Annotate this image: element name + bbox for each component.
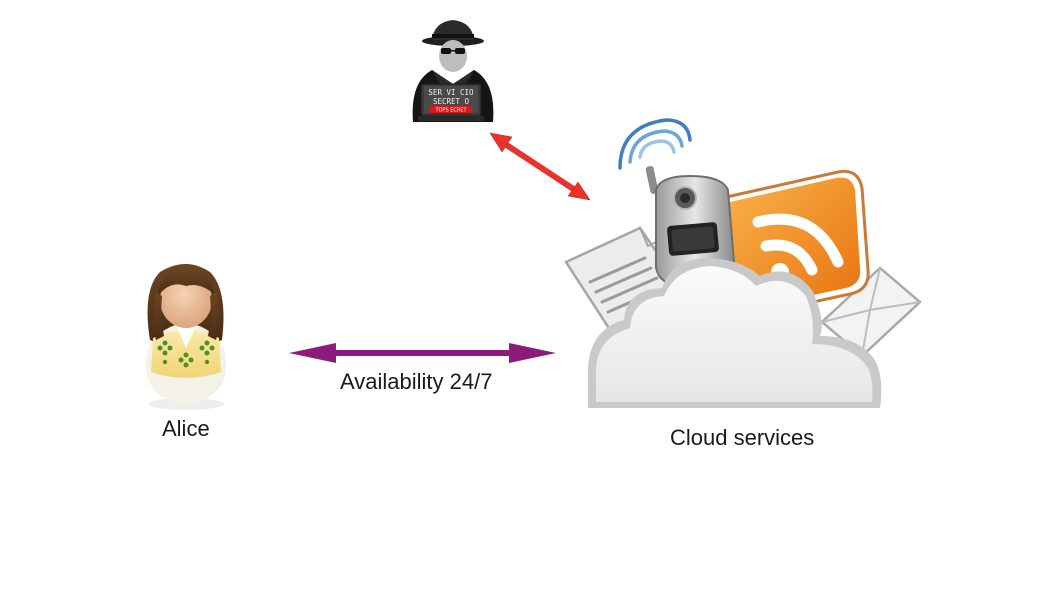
spy-screen-line2: SECRET O xyxy=(433,97,470,106)
spy-screen-line1: SER VI CIO xyxy=(428,88,474,97)
cloud-services-label: Cloud services xyxy=(670,425,815,450)
alice-label: Alice xyxy=(162,416,210,441)
surveillance-arrow xyxy=(489,132,591,201)
mobile-phone-icon xyxy=(645,166,736,286)
availability-arrow xyxy=(289,343,556,363)
spy-hacker-icon: SER VI CIO SECRET O TOPS ECRET xyxy=(412,20,494,122)
spy-screen-badge: TOPS ECRET xyxy=(434,108,467,114)
wireless-signal-icon xyxy=(618,118,692,170)
availability-label: Availability 24/7 xyxy=(340,369,493,394)
alice-avatar-icon xyxy=(145,264,227,410)
cloud-services-icon xyxy=(564,118,922,408)
cloud-shape xyxy=(588,258,882,408)
